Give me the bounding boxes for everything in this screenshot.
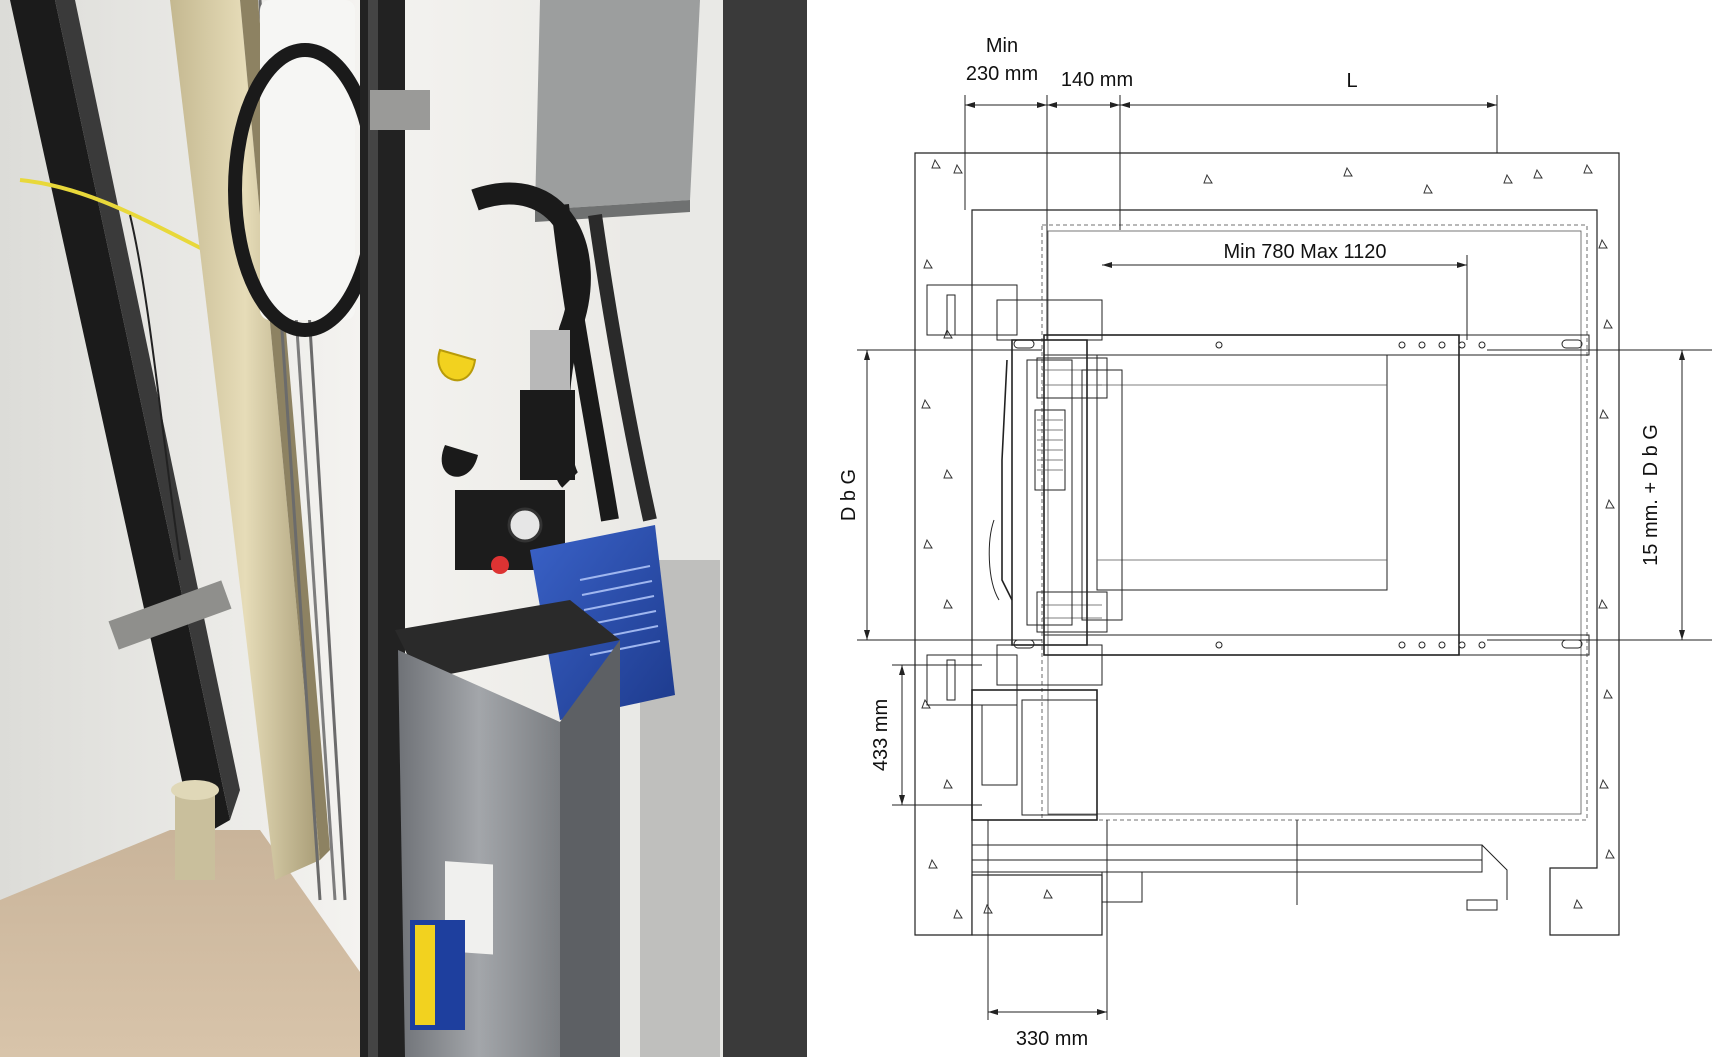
dim-L: L [1346,70,1357,92]
rail-head-bottom [996,644,1103,686]
power-unit [971,689,1098,821]
car-floor [1096,354,1388,591]
car-frame [1043,334,1460,656]
dimension-arrows [864,102,1685,1015]
shaft-illustration [0,0,723,1057]
dimension-lines [857,95,1712,1020]
car-outline [1047,230,1582,815]
shaft-wall [914,152,1620,936]
top-crossbar [1043,334,1590,356]
bottom-crossbar [1043,634,1590,656]
door-sill [971,844,1483,861]
elevator-shaft-photo [0,0,723,1057]
divider-band [723,0,807,1057]
concrete-texture [921,158,1615,919]
technical-drawing: Min 230 mm 140 mm L Min 780 Max 1120 D b… [807,0,1720,1057]
dim-min-label: Min [986,35,1018,57]
piston [1081,369,1123,621]
dim-dbg-left: D b G [838,469,860,521]
rail-bracket-top [926,284,1018,336]
dim-rail-span: Min 780 Max 1120 [1223,241,1386,263]
dim-140: 140 mm [1061,69,1133,91]
front-wall-left [971,874,1103,936]
guide-rail [1011,339,1088,646]
plan-drawing: Min 230 mm 140 mm L Min 780 Max 1120 D b… [838,35,1712,1050]
crossbar-holes [1215,341,1486,649]
motor [1021,699,1098,816]
dim-min-value: 230 mm [966,63,1038,85]
car-outline-dashed [1041,224,1588,821]
rail-head-top [996,299,1103,341]
dim-330: 330 mm [1016,1028,1088,1050]
safety-gear [1034,409,1066,491]
hose-outline [1001,359,1013,601]
dim-433: 433 mm [870,699,892,771]
dim-dbg-right: 15 mm. + D b G [1640,424,1662,566]
